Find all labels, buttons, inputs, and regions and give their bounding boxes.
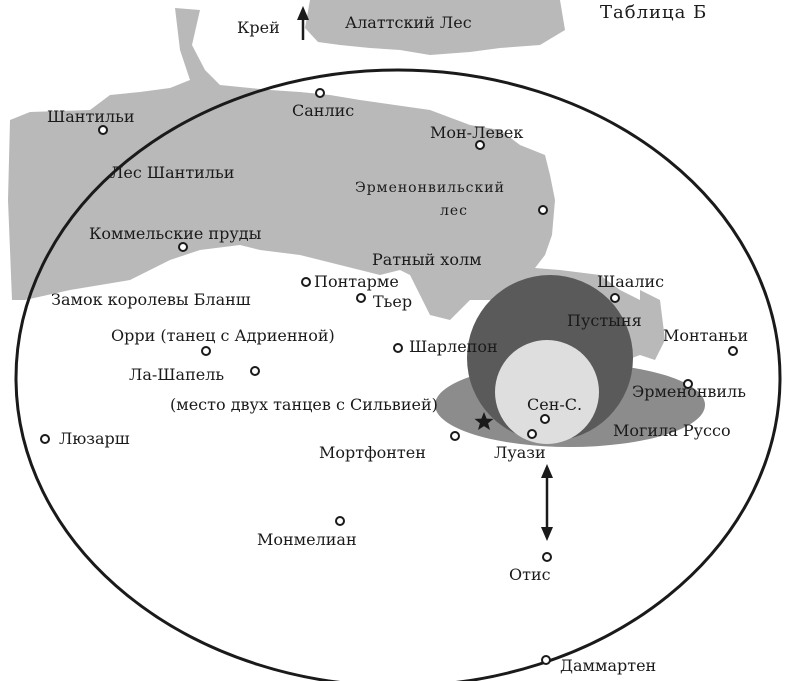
label-mont-leveque: Мон-Левек — [430, 123, 523, 142]
label-mortefontaine: Мортфонтен — [319, 443, 426, 462]
town-marker-icon — [98, 125, 108, 135]
town-marker-icon — [356, 293, 366, 303]
light-zone — [495, 340, 599, 444]
town-marker-icon — [541, 655, 551, 665]
label-krey: Крей — [237, 18, 280, 37]
town-marker-icon — [728, 346, 738, 356]
label-ermenonville-forest-1: Эрменонвильский — [355, 180, 505, 196]
double-arrow-icon — [541, 464, 553, 541]
town-markers — [40, 88, 738, 665]
forest-east-lobe — [640, 290, 665, 360]
forest-main — [8, 8, 650, 370]
town-marker-icon — [301, 277, 311, 287]
label-tomb-rousseau: Могила Руссо — [613, 421, 731, 440]
town-marker-icon — [538, 205, 548, 215]
label-luzarches: Люзарш — [59, 429, 130, 448]
town-marker-icon — [393, 343, 403, 353]
label-sylvie-dances: (место двух танцев с Сильвией) — [170, 395, 438, 414]
label-alatt-forest: Алаттский Лес — [345, 13, 472, 32]
label-chantilly-forest: Лес Шантильи — [110, 163, 234, 182]
town-marker-icon — [335, 516, 345, 526]
label-desert: Пустыня — [567, 311, 642, 330]
town-marker-icon — [542, 552, 552, 562]
label-commelles: Коммельские пруды — [89, 224, 262, 243]
forest-area — [8, 0, 665, 370]
label-ermenonville-forest-2: лес — [440, 203, 468, 219]
town-marker-icon — [475, 140, 485, 150]
town-marker-icon — [527, 429, 537, 439]
label-charlepont: Шарлепон — [409, 337, 498, 356]
label-ermenonville: Эрменонвиль — [632, 382, 746, 401]
north-arrow-icon — [297, 6, 309, 40]
label-champ-de-bataille: Ратный холм — [372, 250, 482, 269]
label-montagny: Монтаньи — [663, 326, 748, 345]
label-pontarme: Понтарме — [314, 272, 399, 291]
town-marker-icon — [683, 379, 693, 389]
label-saint-s: Сен-С. — [527, 395, 582, 414]
town-marker-icon — [610, 293, 620, 303]
map-title: Таблица Б — [600, 2, 707, 23]
town-marker-icon — [540, 414, 550, 424]
forest-north — [305, 0, 565, 55]
label-senlis: Санлис — [292, 101, 354, 120]
label-chateau-blanche: Замок королевы Бланш — [51, 290, 251, 309]
label-loisy: Луази — [494, 443, 546, 462]
label-montmelian: Монмелиан — [257, 530, 357, 549]
label-thiers: Тьер — [373, 292, 412, 311]
star-icon — [474, 412, 494, 430]
town-marker-icon — [315, 88, 325, 98]
label-orry: Орри (танец с Адриенной) — [111, 326, 335, 345]
town-marker-icon — [201, 346, 211, 356]
label-chantilly: Шантильи — [47, 107, 135, 126]
town-marker-icon — [450, 431, 460, 441]
label-dammartin: Даммартен — [560, 656, 656, 675]
town-marker-icon — [40, 434, 50, 444]
region-ellipse — [14, 68, 782, 681]
label-othis: Отис — [509, 565, 551, 584]
label-la-chapelle: Ла-Шапель — [129, 365, 224, 384]
town-marker-icon — [178, 242, 188, 252]
label-chaalis: Шаалис — [597, 272, 664, 291]
town-marker-icon — [250, 366, 260, 376]
